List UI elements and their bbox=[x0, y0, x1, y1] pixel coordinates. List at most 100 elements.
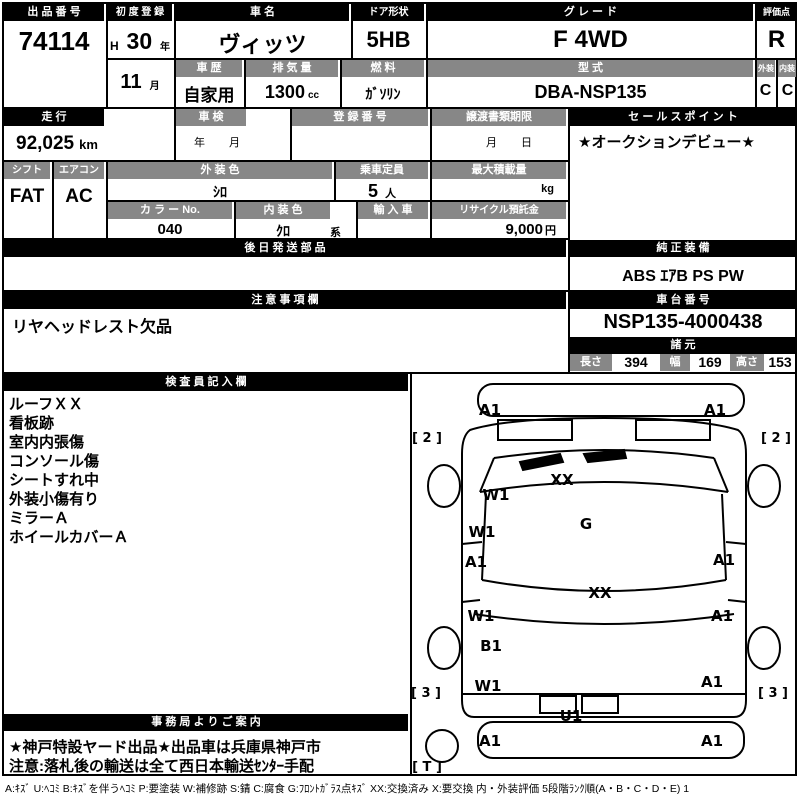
mileage-value: 92,025 km bbox=[16, 133, 98, 155]
damage-marker: G bbox=[580, 515, 592, 533]
int-color-name: ｸﾛ bbox=[276, 223, 290, 239]
year-unit: 年 bbox=[159, 42, 170, 53]
grade-label: グ レ ー ド bbox=[428, 4, 753, 21]
payload-label: 最大積載量 bbox=[432, 162, 566, 179]
door-seam-fr bbox=[725, 541, 747, 545]
capacity-value: 5 人 bbox=[336, 181, 428, 202]
damage-marker: XX bbox=[550, 471, 574, 489]
divider bbox=[430, 160, 432, 238]
interior-score: C bbox=[781, 82, 794, 99]
int-color-value: ｸﾛ 系 bbox=[236, 221, 354, 241]
divider bbox=[106, 160, 108, 238]
shaken-year-unit: 年 bbox=[194, 137, 205, 149]
tire-bracket-label: [ 3 ] bbox=[411, 686, 441, 701]
inspector-line: ルーフＸＸ bbox=[9, 396, 84, 413]
recycle-label: リサイクル預託金 bbox=[432, 202, 566, 219]
wiper-left bbox=[518, 452, 565, 472]
divider bbox=[234, 200, 236, 238]
capacity-unit: 人 bbox=[385, 188, 396, 200]
ac-value: AC bbox=[65, 186, 93, 207]
import-label: 輸 入 車 bbox=[358, 202, 428, 219]
reg-no-label: 登 録 番 号 bbox=[292, 109, 428, 126]
payload-unit: kg bbox=[541, 183, 554, 195]
damage-marker: A1 bbox=[479, 732, 501, 750]
exterior-score: C bbox=[759, 82, 772, 99]
spare-tire bbox=[425, 729, 459, 763]
auction-no-value: 74114 bbox=[18, 26, 90, 56]
windshield-top bbox=[493, 449, 715, 459]
divider bbox=[776, 58, 778, 107]
damage-marker: W1 bbox=[483, 486, 510, 504]
front-bumper bbox=[477, 383, 745, 417]
damage-marker: W1 bbox=[469, 523, 496, 541]
damage-marker: XX bbox=[588, 584, 612, 602]
office-notes: ★神戸特設ヤード出品★出品車は兵庫県神戸市注意:落札後の輸送は全て西日本輸送ｾﾝ… bbox=[9, 738, 409, 776]
transfer-deadline-label: 譲渡書類期限 bbox=[432, 109, 566, 126]
sales-point-label: セ ー ル ス ポ イ ン ト bbox=[570, 109, 796, 126]
sheet-border bbox=[2, 2, 797, 776]
shift-value: FAT bbox=[9, 186, 45, 207]
equipment-label: 純 正 装 備 bbox=[570, 240, 796, 257]
damage-marker: A1 bbox=[479, 401, 501, 419]
exterior-label: 外装 bbox=[757, 60, 775, 77]
later-parts-label: 後 日 発 送 部 品 bbox=[4, 240, 566, 257]
divider bbox=[106, 200, 568, 202]
tail-light-right bbox=[581, 695, 619, 714]
equipment-value: ABS ｴｱB PS PW bbox=[622, 268, 744, 285]
a-pillar-left bbox=[479, 457, 495, 493]
caution-value: リヤヘッドレスト欠品 bbox=[12, 319, 173, 336]
inspector-line: 外装小傷有り bbox=[9, 491, 100, 508]
inspector-line: シートすれ中 bbox=[9, 472, 100, 489]
mileage-unit: km bbox=[79, 137, 98, 152]
score-label: 評価点 bbox=[757, 4, 796, 21]
damage-marker: A1 bbox=[704, 401, 726, 419]
ext-color-value: ｼﾛ bbox=[213, 184, 227, 200]
shaken-month-unit: 月 bbox=[229, 137, 240, 149]
car-name-label: 車 名 bbox=[176, 4, 349, 21]
ac-label: エアコン bbox=[54, 162, 104, 179]
wheel-front-left bbox=[427, 464, 461, 508]
divider bbox=[106, 2, 108, 107]
height-label: 高さ bbox=[730, 354, 764, 371]
wiper-right bbox=[582, 448, 628, 464]
wheel-rear-left bbox=[427, 626, 461, 670]
rear-window-bottom bbox=[473, 613, 735, 625]
rear-window-top bbox=[481, 579, 727, 592]
divider bbox=[2, 372, 797, 374]
mileage-label: 走 行 bbox=[4, 109, 104, 126]
damage-marker: A1 bbox=[465, 553, 487, 571]
door-shape-label: ドア形状 bbox=[353, 4, 424, 21]
sales-point-value: ★オークションデビュー★ bbox=[578, 134, 755, 151]
divider bbox=[356, 200, 358, 238]
recycle-unit: 円 bbox=[545, 225, 556, 237]
headlight-left bbox=[497, 419, 573, 441]
divider bbox=[410, 372, 412, 776]
divider bbox=[2, 290, 797, 292]
ext-color-label: 外 装 色 bbox=[108, 162, 332, 179]
divider bbox=[2, 107, 797, 109]
color-no-label: カ ラ ー No. bbox=[108, 202, 232, 219]
a-pillar-right bbox=[713, 457, 729, 493]
vin-value: NSP135-4000438 bbox=[603, 311, 763, 333]
windshield-bottom bbox=[479, 481, 729, 493]
fuel-label: 燃 料 bbox=[342, 60, 424, 77]
divider bbox=[334, 160, 336, 200]
door-seam-rr bbox=[727, 599, 747, 603]
damage-marker: W1 bbox=[468, 607, 495, 625]
divider bbox=[351, 2, 353, 58]
recycle-value: 9,000 円 bbox=[432, 221, 556, 238]
caution-label: 注 意 事 項 欄 bbox=[4, 292, 566, 309]
transfer-month-unit: 月 bbox=[486, 137, 497, 149]
divider bbox=[52, 160, 54, 238]
auction-no-label: 出 品 番 号 bbox=[4, 4, 104, 21]
divider bbox=[755, 2, 757, 107]
int-color-suffix: 系 bbox=[330, 227, 341, 239]
divider bbox=[430, 107, 432, 160]
color-no-value: 040 bbox=[157, 221, 183, 238]
door-shape-value: 5HB bbox=[366, 27, 411, 52]
dimensions-label: 諸 元 bbox=[570, 337, 796, 354]
int-color-label: 内 装 色 bbox=[236, 202, 330, 219]
divider bbox=[244, 58, 246, 107]
recycle-amount: 9,000 bbox=[505, 221, 543, 238]
